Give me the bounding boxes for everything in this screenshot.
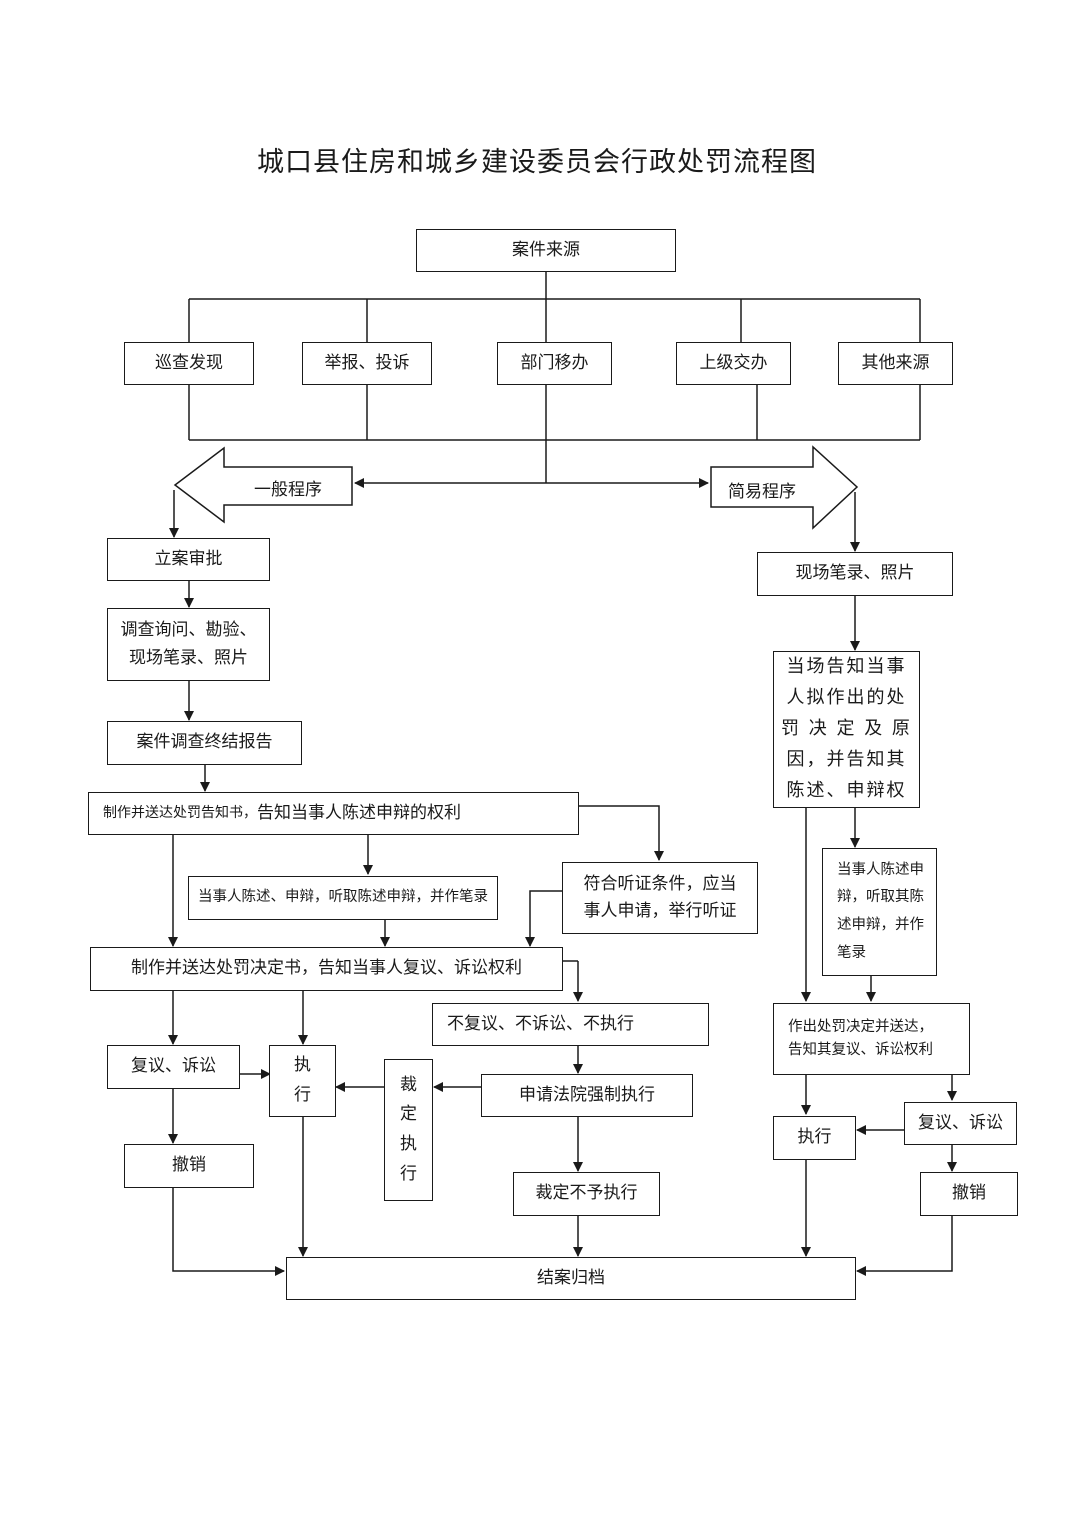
ruling-execute-char: 执 xyxy=(400,1134,417,1154)
source-box-transfer: 部门移办 xyxy=(497,342,612,385)
hearing-line-2: 事人申请，举行听证 xyxy=(583,901,737,921)
source-box-report: 举报、投诉 xyxy=(302,342,432,385)
hearing-box: 符合听证条件，应当 事人申请，举行听证 xyxy=(562,862,758,934)
case-source-label: 案件来源 xyxy=(512,239,580,260)
no-action-box: 不复议、不诉讼、不执行 xyxy=(432,1003,709,1046)
execute-left-box: 执 行 xyxy=(269,1045,336,1117)
court-enforce-box: 申请法院强制执行 xyxy=(481,1074,693,1117)
penalty-notice-suffix: 告知当事人陈述申辩的权利 xyxy=(257,802,461,823)
source-box-patrol: 巡查发现 xyxy=(124,342,254,385)
final-report-label: 案件调查终结报告 xyxy=(136,732,273,753)
onsite-decision-line: 告知其复议、诉讼权利 xyxy=(788,1042,933,1058)
penalty-decision-box: 制作并送达处罚决定书，告知当事人复议、诉讼权利 xyxy=(90,947,563,991)
case-source-box: 案件来源 xyxy=(416,229,676,272)
source-label: 举报、投诉 xyxy=(324,352,410,373)
source-label: 其他来源 xyxy=(861,352,930,373)
simple-procedure-arrow-shape xyxy=(710,445,859,530)
onsite-notice-line: 因，并告知其 xyxy=(786,748,907,770)
arrow xyxy=(856,1216,953,1276)
review-litigation-label: 复议、诉讼 xyxy=(131,1056,216,1077)
execute-char: 执 xyxy=(294,1055,311,1076)
general-procedure-label: 一般程序 xyxy=(254,479,322,500)
onsite-notice-line: 罚 决 定 及 原 xyxy=(781,718,912,740)
onsite-statement-line: 当事人陈述申 xyxy=(837,861,924,878)
filing-approval-label: 立案审批 xyxy=(154,548,223,569)
page-title: 城口县住房和城乡建设委员会行政处罚流程图 xyxy=(257,147,817,178)
ruling-no-execute-label: 裁定不予执行 xyxy=(535,1183,638,1204)
penalty-notice-box: 制作并送达处罚告知书， 告知当事人陈述申辩的权利 xyxy=(88,792,579,835)
penalty-decision-label: 制作并送达处罚决定书，告知当事人复议、诉讼权利 xyxy=(131,958,522,979)
court-enforce-label: 申请法院强制执行 xyxy=(519,1084,655,1105)
ruling-execute-char: 定 xyxy=(400,1104,417,1125)
hearing-line-1: 符合听证条件，应当 xyxy=(583,873,737,894)
penalty-notice-prefix: 制作并送达处罚告知书， xyxy=(103,805,257,822)
onsite-notice-line: 当场告知当事 xyxy=(786,656,907,678)
investigation-line-1: 调查询问、勘验、 xyxy=(120,620,257,641)
execute-right-box: 执行 xyxy=(773,1116,856,1160)
source-label: 部门移办 xyxy=(520,352,589,373)
onsite-statement-box: 当事人陈述申 辩，听取其陈 述申辩，并作 笔录 xyxy=(822,848,937,976)
review-litigation-left-box: 复议、诉讼 xyxy=(107,1045,240,1089)
onsite-statement-line: 述申辩，并作 xyxy=(837,917,924,933)
onsite-notice-line: 人拟作出的处 xyxy=(786,687,907,709)
archive-label: 结案归档 xyxy=(537,1267,605,1288)
review-litigation-right-label: 复议、诉讼 xyxy=(918,1112,1003,1133)
onsite-record-box: 现场笔录、照片 xyxy=(757,552,953,596)
statement-label: 当事人陈述、申辩，听取陈述申辩，并作笔录 xyxy=(198,889,488,906)
general-procedure-arrow-shape xyxy=(173,446,353,524)
revoke-right-box: 撤销 xyxy=(920,1172,1018,1216)
final-report-box: 案件调查终结报告 xyxy=(107,721,302,765)
execute-right-label: 执行 xyxy=(797,1127,832,1148)
ruling-no-execute-box: 裁定不予执行 xyxy=(513,1172,660,1216)
ruling-execute-box: 裁 定 执 行 xyxy=(384,1059,433,1201)
arrow xyxy=(525,890,563,947)
onsite-statement-line: 辩，听取其陈 xyxy=(837,889,924,906)
onsite-record-label: 现场笔录、照片 xyxy=(795,563,915,584)
statement-box: 当事人陈述、申辩，听取陈述申辩，并作笔录 xyxy=(188,876,498,920)
source-label: 上级交办 xyxy=(699,352,768,373)
onsite-statement-line: 笔录 xyxy=(837,944,866,961)
review-litigation-right-box: 复议、诉讼 xyxy=(904,1102,1017,1145)
filing-approval-box: 立案审批 xyxy=(107,538,270,581)
onsite-decision-line: 作出处罚决定并送达， xyxy=(788,1018,933,1035)
source-box-other: 其他来源 xyxy=(838,342,953,385)
revoke-right-label: 撤销 xyxy=(952,1183,986,1204)
arrow xyxy=(578,805,664,861)
revoke-left-box: 撤销 xyxy=(124,1144,254,1188)
execute-char: 行 xyxy=(294,1085,311,1105)
onsite-notice-box: 当场告知当事 人拟作出的处 罚 决 定 及 原 因，并告知其 陈述、申辩权 xyxy=(773,651,920,808)
ruling-execute-char: 行 xyxy=(400,1163,417,1184)
simple-procedure-label: 简易程序 xyxy=(728,481,796,502)
investigation-box: 调查询问、勘验、 现场笔录、照片 xyxy=(107,608,270,681)
source-label: 巡查发现 xyxy=(155,352,223,373)
no-action-label: 不复议、不诉讼、不执行 xyxy=(447,1013,634,1034)
onsite-decision-box: 作出处罚决定并送达， 告知其复议、诉讼权利 xyxy=(773,1003,970,1075)
archive-box: 结案归档 xyxy=(286,1257,856,1300)
investigation-line-2: 现场笔录、照片 xyxy=(129,647,248,668)
revoke-label: 撤销 xyxy=(172,1155,206,1176)
onsite-notice-line: 陈述、申辩权 xyxy=(786,779,907,801)
source-box-superior: 上级交办 xyxy=(676,342,791,385)
arrow xyxy=(172,1188,285,1276)
ruling-execute-char: 裁 xyxy=(400,1074,417,1095)
